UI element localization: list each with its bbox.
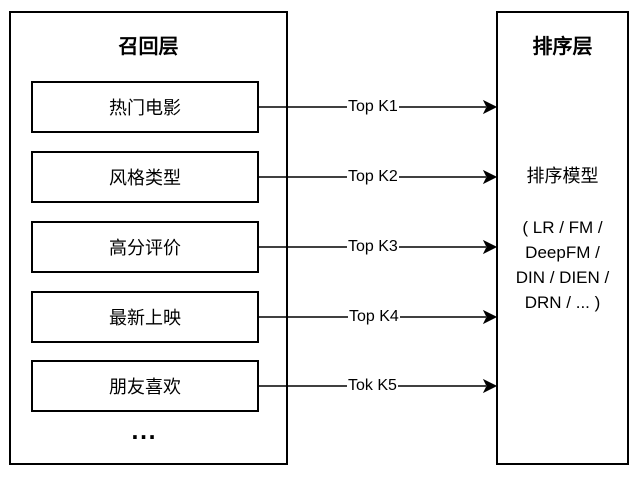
recall-layer-title: 召回层 <box>118 34 179 58</box>
recall-item-high-rating: 高分评价 <box>31 221 259 273</box>
arrow-head-1 <box>482 99 498 115</box>
arrow-head-5 <box>482 378 498 394</box>
arrow-label-3: Top K3 <box>347 238 399 256</box>
arrow-label-4: Top K4 <box>348 308 400 326</box>
model-list-line: DIN / DIEN / <box>515 268 610 287</box>
arrow-label-2: Top K2 <box>347 168 399 186</box>
ranking-layer-panel: 排序层 <box>496 11 629 465</box>
recall-item-label: 朋友喜欢 <box>109 377 181 398</box>
arrow-head-2 <box>482 169 498 185</box>
recall-item-hot-movies: 热门电影 <box>31 81 259 133</box>
recall-item-new-release: 最新上映 <box>31 291 259 343</box>
more-items-ellipsis: ... <box>131 420 157 444</box>
arrow-head-4 <box>482 309 498 325</box>
arrow-label-5: Tok K5 <box>347 377 398 395</box>
recall-item-label: 高分评价 <box>109 238 181 259</box>
recall-item-label: 最新上映 <box>109 308 181 329</box>
arrow-label-1: Top K1 <box>347 98 399 116</box>
model-list-line: DRN / ... ) <box>524 293 601 312</box>
recall-item-friends-like: 朋友喜欢 <box>31 360 259 412</box>
recall-item-label: 热门电影 <box>109 98 181 119</box>
model-list-line: DeepFM / <box>525 243 600 262</box>
arrow-head-3 <box>482 239 498 255</box>
recall-item-label: 风格类型 <box>109 168 181 189</box>
ranking-model-list: ( LR / FM / DeepFM / DIN / DIEN / DRN / … <box>496 215 629 315</box>
model-list-line: ( LR / FM / <box>522 218 603 237</box>
ranking-model-name: 排序模型 <box>526 166 599 187</box>
ranking-layer-title: 排序层 <box>532 34 593 58</box>
recall-item-genre: 风格类型 <box>31 151 259 203</box>
